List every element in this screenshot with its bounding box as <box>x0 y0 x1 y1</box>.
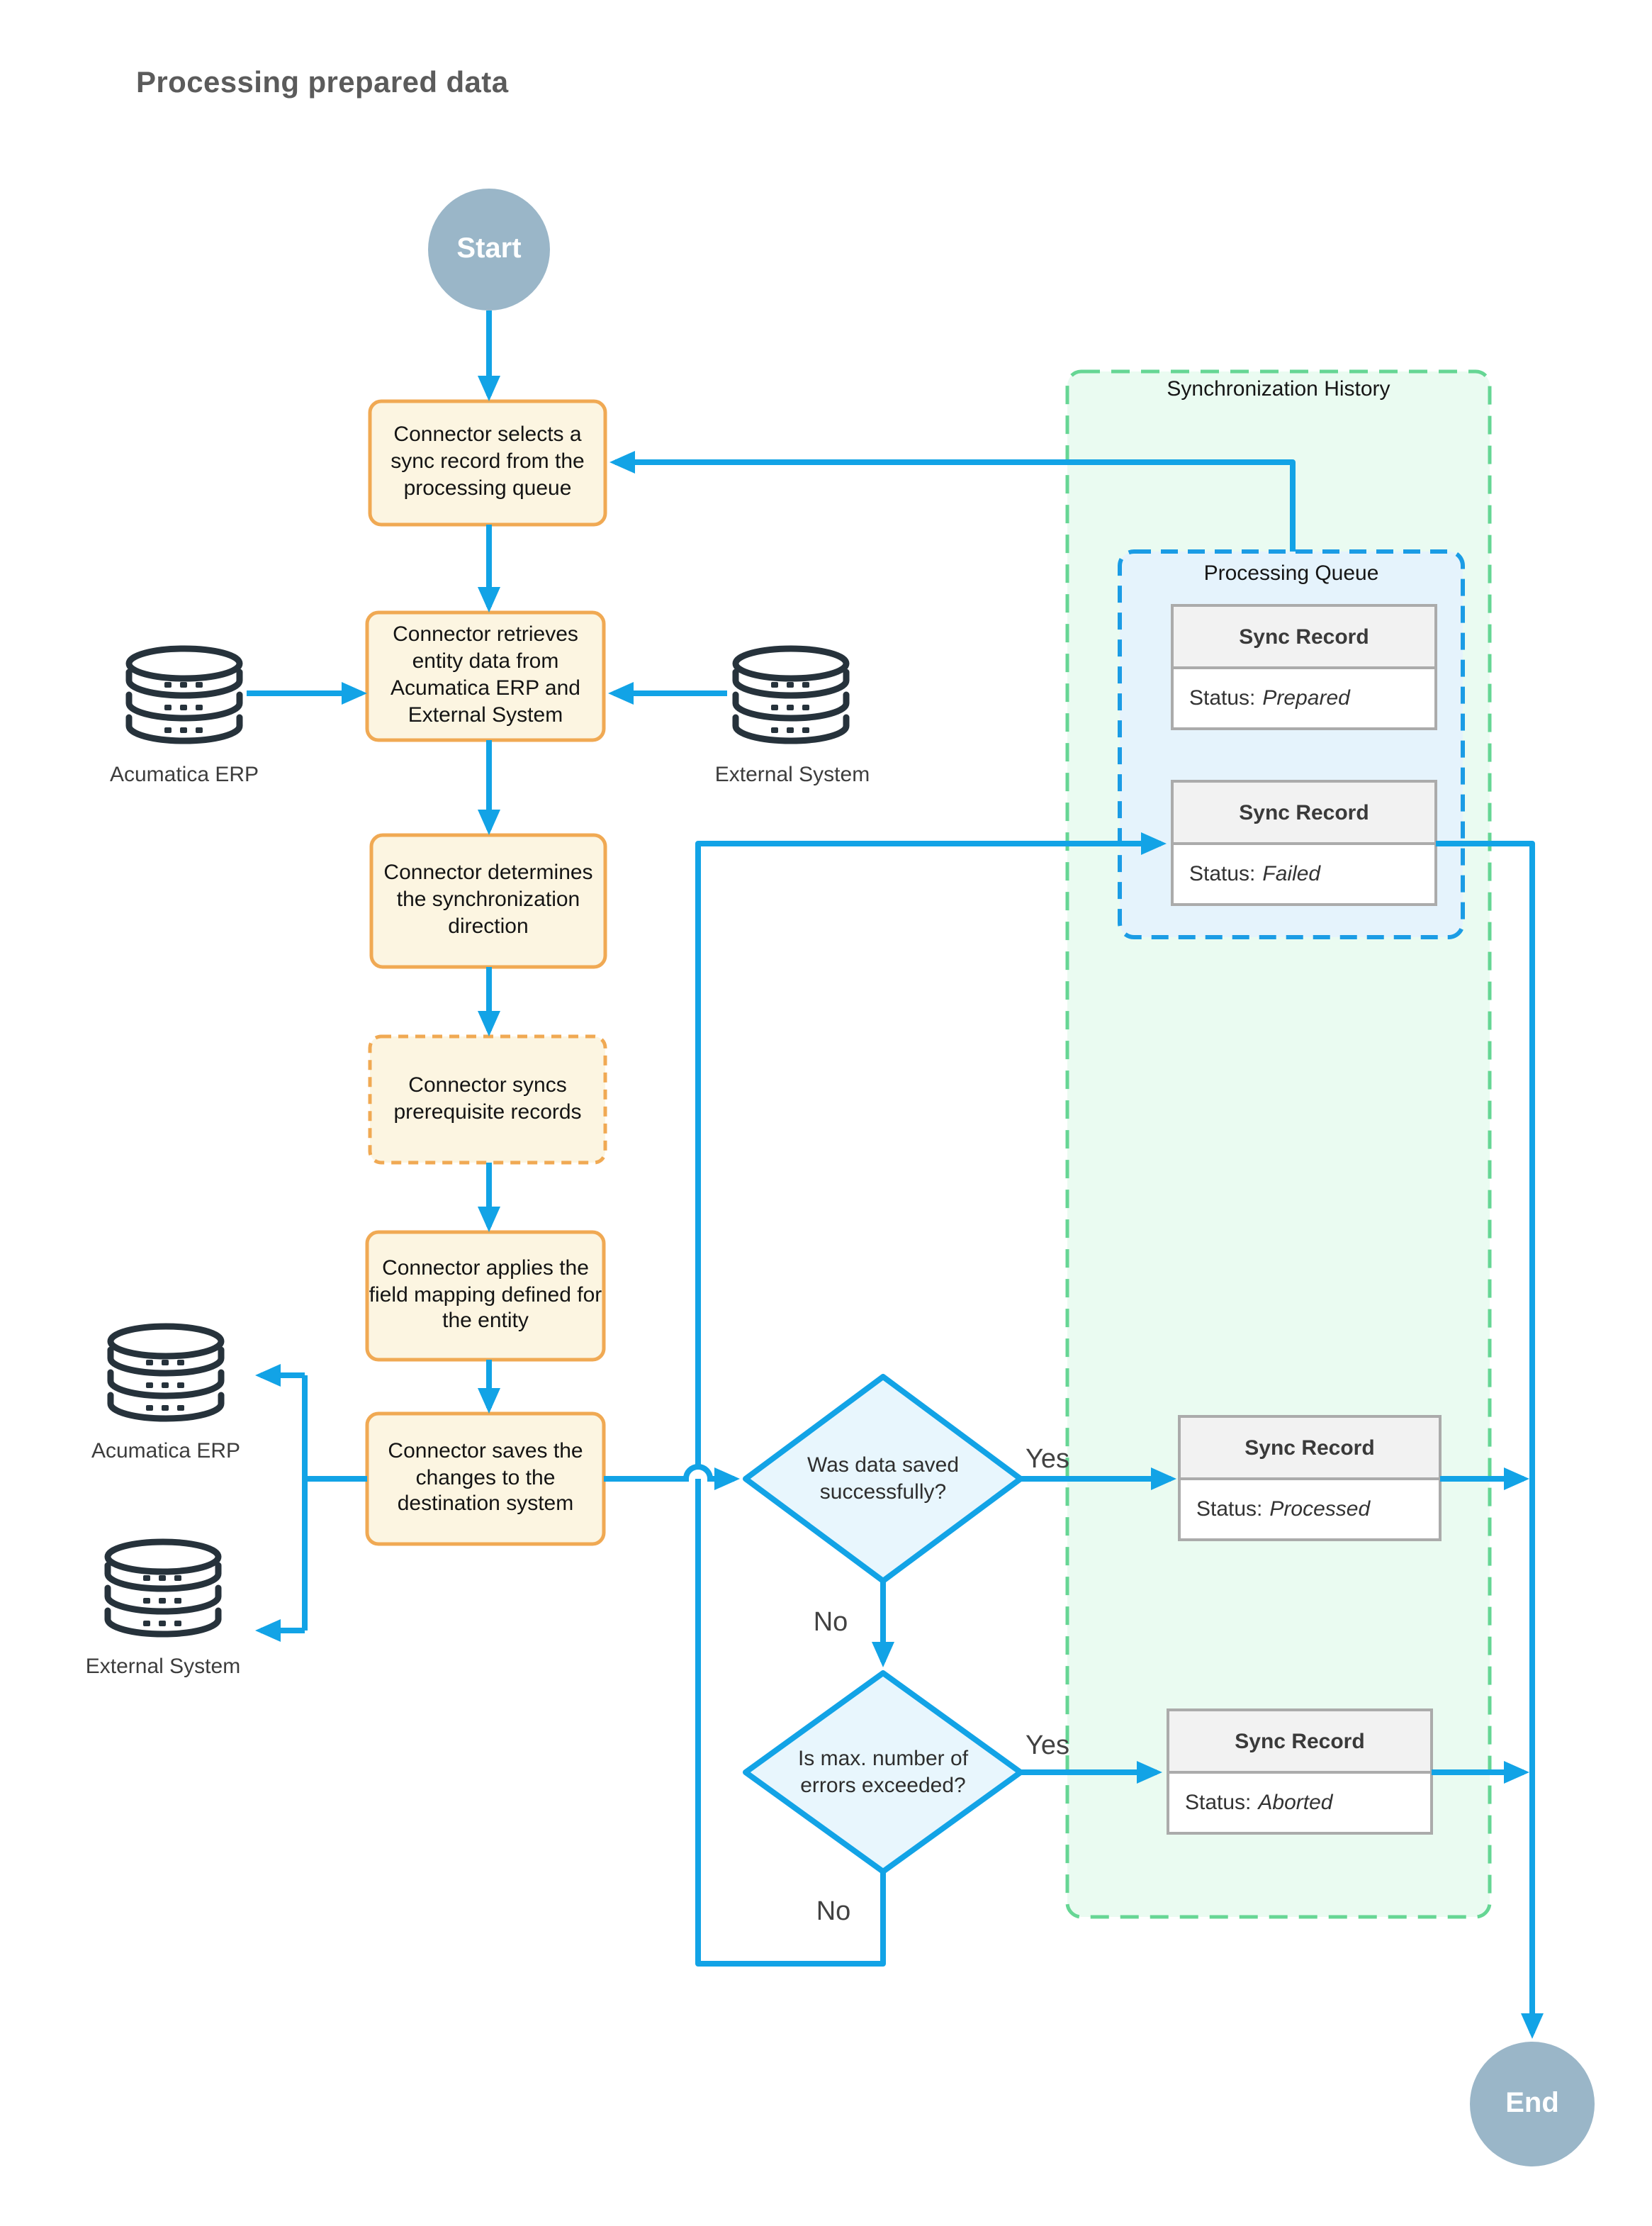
record-aborted-title: Sync Record <box>1235 1729 1365 1753</box>
record-aborted-body-box <box>1167 1771 1433 1835</box>
end-label: End <box>1505 2088 1559 2119</box>
decision-errors-label: Is max. number of errors exceeded? <box>797 1746 969 1798</box>
acumatica-top-label: Acumatica ERP <box>109 763 259 787</box>
status-label: Status: <box>1196 1497 1263 1521</box>
record-aborted-status: Status: Aborted <box>1168 1772 1432 1833</box>
page-title: Processing prepared data <box>136 67 509 99</box>
retrieve-data-label: Connector retrieves entity data from Acu… <box>390 622 580 727</box>
acumatica-left-label: Acumatica ERP <box>91 1439 241 1463</box>
connectors <box>247 311 1544 2039</box>
status-label: Status: <box>1189 686 1256 710</box>
record-failed-status: Status: Failed <box>1172 844 1436 905</box>
edge-errors-no-loop <box>695 832 1167 1967</box>
record-failed-body-box <box>1171 842 1437 906</box>
record-prepared-status: Status: Prepared <box>1172 668 1436 729</box>
record-processed-title: Sync Record <box>1244 1436 1375 1460</box>
status-value: Failed <box>1262 862 1321 886</box>
record-processed-header-box <box>1178 1415 1442 1480</box>
end-terminal <box>1470 2042 1595 2166</box>
saved-no-label: No <box>813 1608 848 1638</box>
errors-yes-label: Yes <box>1026 1731 1069 1761</box>
edge-failed-to-end <box>1436 841 1544 2039</box>
record-prepared-title: Sync Record <box>1239 625 1369 649</box>
database-icon-acumatica-left <box>111 1326 221 1419</box>
start-label: Start <box>456 233 522 264</box>
database-icon-external-top <box>736 649 846 741</box>
apply-mapping-box <box>365 1230 606 1362</box>
record-aborted-header-box <box>1167 1708 1433 1774</box>
apply-mapping-label: Connector applies the field mapping defi… <box>369 1255 602 1333</box>
retrieve-data-box <box>365 610 606 742</box>
status-value: Aborted <box>1258 1791 1333 1815</box>
status-label: Status: <box>1189 862 1256 886</box>
record-processed-status: Status: Processed <box>1179 1479 1440 1540</box>
start-terminal <box>428 189 550 311</box>
sync-prerequisites-box <box>368 1034 607 1165</box>
status-label: Status: <box>1185 1791 1252 1815</box>
external-top-label: External System <box>714 763 870 787</box>
process-boxes <box>365 399 607 1546</box>
saved-yes-label: Yes <box>1026 1445 1069 1475</box>
record-prepared-header-box <box>1171 604 1437 669</box>
decision-saved-label: Was data saved successfully? <box>807 1453 959 1504</box>
processing-queue-label: Processing Queue <box>1203 561 1379 586</box>
select-record-label: Connector selects a sync record from the… <box>390 423 585 500</box>
save-changes-label: Connector saves the changes to the desti… <box>388 1438 583 1516</box>
errors-no-label: No <box>816 1897 851 1927</box>
status-value: Processed <box>1269 1497 1371 1521</box>
record-failed-title: Sync Record <box>1239 800 1369 824</box>
edge-queue-to-select <box>609 451 1296 552</box>
external-left-label: External System <box>85 1655 241 1679</box>
status-value: Prepared <box>1262 686 1350 710</box>
edge-save-to-decision <box>604 1464 740 1490</box>
sync-record-cards <box>1167 604 1442 1835</box>
database-icon-acumatica-top <box>129 649 240 741</box>
determine-direction-label: Connector determines the synchronization… <box>383 861 593 939</box>
sync-prerequisites-label: Connector syncs prerequisite records <box>393 1073 582 1124</box>
record-processed-body-box <box>1178 1477 1442 1541</box>
database-icon-external-left <box>108 1542 218 1634</box>
record-prepared-body-box <box>1171 666 1437 730</box>
sync-history-label: Synchronization History <box>1167 377 1390 401</box>
